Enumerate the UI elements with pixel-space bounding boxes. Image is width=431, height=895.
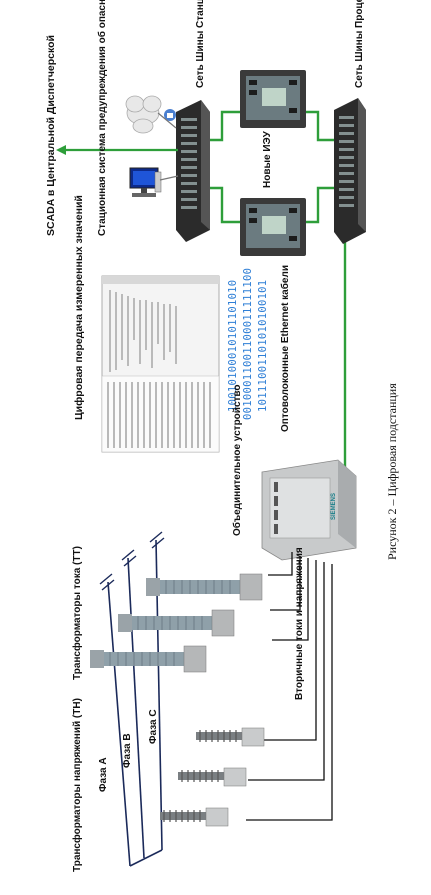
- workstation-icon: [129, 167, 162, 197]
- ct-c: [146, 573, 263, 601]
- label-fiber-ethernet: Оптоволоконные Ethernet кабели: [279, 265, 291, 432]
- figure-caption: Рисунок 2 – Цифровая подстанция: [385, 383, 399, 560]
- label-phase-a: Фаза А: [98, 757, 109, 792]
- fiber-link-upper-left: [206, 110, 246, 142]
- label-phase-c: Фаза С: [148, 709, 159, 744]
- bit-row-3: 10111001101010100101: [257, 280, 269, 412]
- scada-cloud-icon: [125, 95, 162, 134]
- fiber-link-lower-right: [303, 186, 336, 224]
- secondary-wiring: [246, 552, 333, 821]
- ied-upper: [240, 70, 306, 128]
- label-merging-unit: Объединительное устройство: [231, 384, 243, 536]
- bit-row-1: 10010100010101101010: [227, 280, 239, 412]
- label-scada: SCADA в Центральной Диспетчерской: [45, 35, 57, 236]
- vt-c: [196, 727, 265, 747]
- scada-arrow: [56, 145, 178, 155]
- process-bus-switch: [334, 98, 366, 244]
- phase-breaks: [99, 531, 165, 591]
- merging-unit: SIEMENS: [261, 459, 357, 561]
- ct-a: [90, 645, 207, 673]
- fiber-link-upper-right: [303, 110, 336, 142]
- vt-a: [160, 807, 229, 827]
- label-vt: Трансформаторы напряжений (ТН): [71, 698, 83, 872]
- protocol-capture-image: [101, 275, 220, 453]
- fiber-links: [206, 110, 347, 468]
- siemens-logo: SIEMENS: [331, 493, 337, 520]
- label-warning-system: Стационная система предупреждения об опа…: [96, 0, 108, 236]
- lock-icon: [164, 109, 176, 121]
- vt-b: [178, 767, 247, 787]
- label-digital-transfer: Цифровая передача измеренных значений: [73, 195, 85, 420]
- label-ct: Трансформаторы тока (ТТ): [71, 546, 83, 680]
- label-phase-b: Фаза В: [122, 733, 133, 768]
- ied-lower: [240, 198, 306, 256]
- fiber-link-lower-left: [206, 186, 246, 224]
- ct-b: [118, 609, 235, 637]
- label-new-ied: Новые ИЭУ: [262, 130, 273, 188]
- label-process-bus: Сеть Шины Процесса: [354, 0, 365, 88]
- bit-row-2: 00100011001100011111100: [242, 268, 254, 420]
- voltage-transformers: [160, 727, 265, 827]
- label-secondary: Вторичные токи и напряжения: [294, 547, 305, 700]
- current-transformers: [90, 573, 263, 673]
- label-station-bus: Сеть Шины Станции: [195, 0, 206, 88]
- station-bus-switch: [176, 100, 210, 242]
